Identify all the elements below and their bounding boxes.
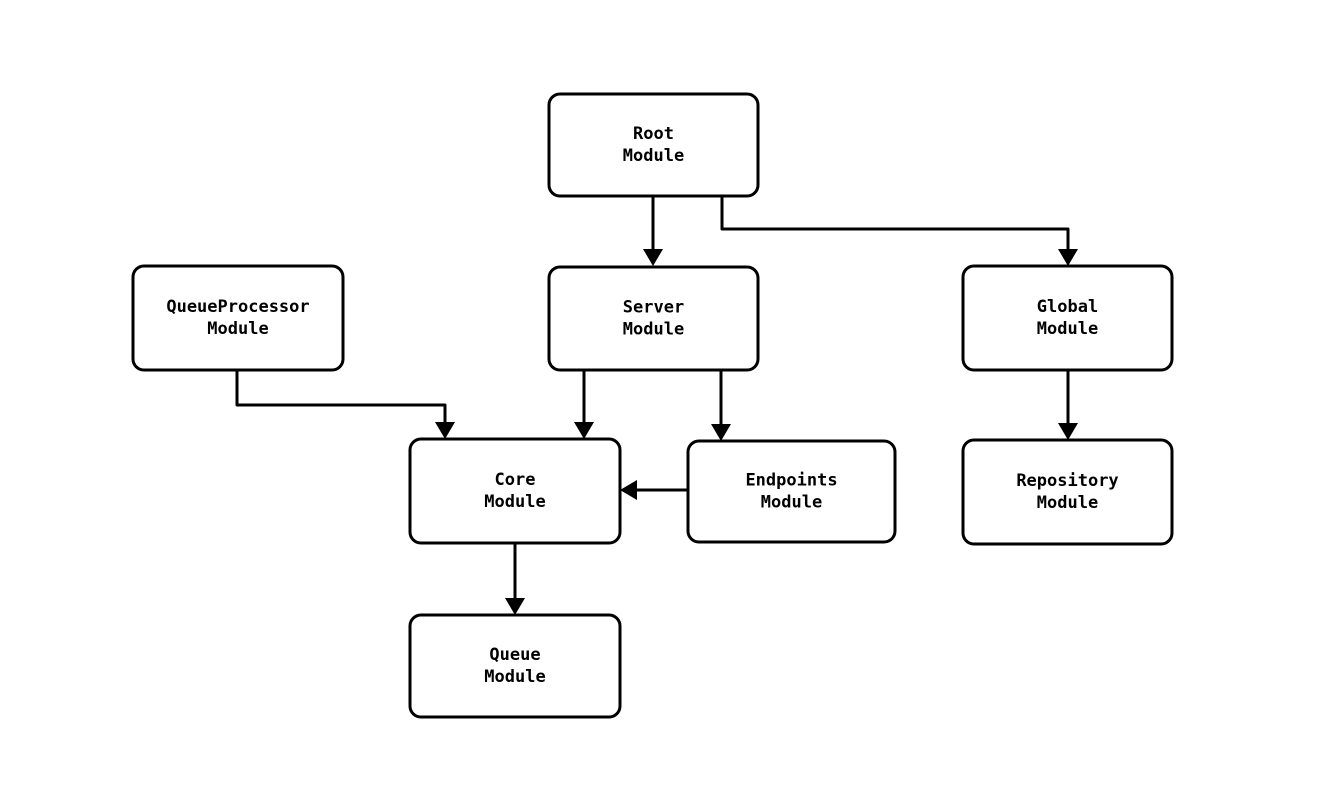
edge-root-to-server bbox=[643, 196, 663, 266]
arrow-head-icon bbox=[505, 598, 525, 615]
node-label-secondary: Module bbox=[623, 146, 684, 166]
arrow-head-icon bbox=[643, 249, 663, 266]
node-label-secondary: Module bbox=[207, 319, 268, 339]
node-box[interactable] bbox=[686, 439, 897, 544]
arrow-head-icon bbox=[574, 422, 594, 439]
node-box[interactable] bbox=[547, 265, 760, 372]
edge-server-to-endpoints bbox=[711, 370, 731, 441]
node-box[interactable] bbox=[547, 92, 760, 198]
edge-global-to-repository bbox=[1058, 370, 1078, 440]
edge-root-to-global bbox=[720, 196, 1078, 266]
node-label-secondary: Module bbox=[484, 667, 545, 687]
edge-endpoints-to-core bbox=[620, 480, 688, 500]
edge-queueprocessor-to-core bbox=[235, 370, 455, 439]
edge-server-to-core bbox=[574, 370, 594, 439]
node-label-secondary: Module bbox=[1037, 319, 1098, 339]
edge-line bbox=[720, 196, 1070, 251]
arrow-head-icon bbox=[1058, 249, 1078, 266]
node-label-primary: Endpoints bbox=[745, 471, 837, 491]
nodes-layer: RootModuleQueueProcessorModuleServerModu… bbox=[131, 92, 1174, 719]
node-label-primary: Core bbox=[495, 470, 536, 490]
arrow-head-icon bbox=[435, 422, 455, 439]
arrow-head-icon bbox=[711, 424, 731, 441]
node-label-secondary: Module bbox=[1037, 493, 1098, 513]
node-box[interactable] bbox=[408, 613, 622, 719]
arrow-head-icon bbox=[1058, 423, 1078, 440]
node-label-secondary: Module bbox=[761, 493, 822, 513]
edge-core-to-queue bbox=[505, 543, 525, 615]
node-box[interactable] bbox=[131, 264, 345, 372]
node-box[interactable] bbox=[408, 437, 622, 545]
node-label-primary: Queue bbox=[489, 645, 540, 665]
node-label-primary: Root bbox=[633, 124, 674, 144]
node-label-primary: Global bbox=[1037, 297, 1098, 317]
arrow-head-icon bbox=[620, 480, 637, 500]
node-label-primary: Server bbox=[623, 298, 684, 318]
node-label-primary: QueueProcessor bbox=[166, 297, 309, 317]
edge-line bbox=[235, 370, 447, 424]
node-box[interactable] bbox=[961, 438, 1174, 546]
node-label-secondary: Module bbox=[484, 492, 545, 512]
node-label-primary: Repository bbox=[1016, 471, 1118, 491]
edges-layer bbox=[235, 196, 1078, 615]
node-box[interactable] bbox=[961, 264, 1174, 372]
node-label-secondary: Module bbox=[623, 320, 684, 340]
